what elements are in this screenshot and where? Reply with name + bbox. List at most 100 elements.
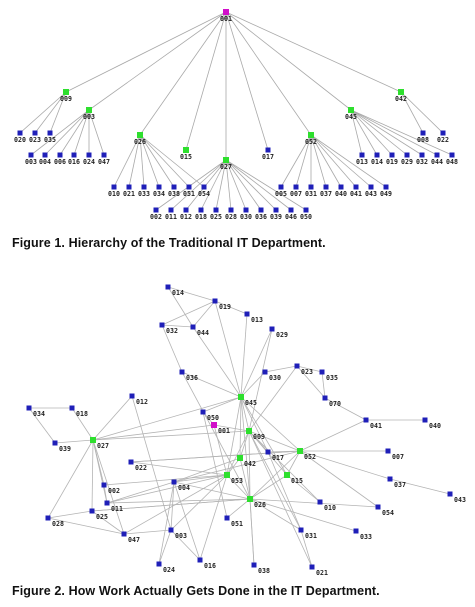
node-029 — [404, 152, 410, 158]
edge-003-047 — [88, 109, 105, 156]
node-013 — [359, 152, 365, 158]
node-014 — [165, 284, 171, 290]
node-026 — [137, 132, 143, 138]
edge-003-003b — [30, 109, 90, 156]
edge-027-050 — [225, 159, 307, 211]
node-010 — [317, 499, 323, 505]
edge-023-009 — [248, 365, 298, 432]
edge-053-011 — [106, 474, 228, 504]
node-026 — [247, 496, 253, 502]
node-021 — [309, 564, 315, 570]
edge-025-028 — [47, 510, 93, 519]
edge-042-026 — [239, 457, 251, 500]
node-label-043: 043 — [454, 496, 466, 504]
node-label-036: 036 — [255, 213, 267, 221]
edge-001-026 — [139, 11, 227, 136]
node-022 — [128, 459, 134, 465]
node-025 — [89, 508, 95, 514]
node-033 — [353, 528, 359, 534]
edge-027-025 — [91, 439, 94, 512]
node-018 — [69, 405, 75, 411]
node-005 — [278, 184, 284, 190]
node-label-019: 019 — [219, 303, 231, 311]
edge-026-010 — [113, 134, 141, 188]
edge-036-045 — [181, 371, 242, 398]
node-044 — [434, 152, 440, 158]
edge-027-011 — [92, 439, 108, 504]
edge-042-004 — [173, 457, 241, 483]
node-label-033: 033 — [360, 533, 372, 541]
node-label-006: 006 — [54, 158, 66, 166]
edge-045-050 — [202, 396, 242, 413]
edge-026-054 — [139, 134, 205, 188]
node-label-047: 047 — [128, 536, 140, 544]
node-016 — [197, 557, 203, 563]
edge-003-006 — [59, 109, 90, 156]
node-label-052: 052 — [304, 453, 316, 461]
node-label-035: 035 — [44, 136, 56, 144]
node-027 — [223, 157, 229, 163]
node-label-005: 005 — [275, 190, 287, 198]
edge-009-026 — [248, 430, 251, 500]
node-042 — [398, 89, 404, 95]
edge-050-051 — [202, 411, 228, 519]
node-label-017: 017 — [272, 454, 284, 462]
edge-001-017 — [225, 11, 269, 151]
node-054 — [201, 184, 207, 190]
fig1-edges — [19, 11, 453, 211]
node-label-024: 024 — [163, 566, 175, 574]
edge-004-003 — [170, 481, 175, 531]
edge-023-070 — [296, 365, 326, 399]
edge-013-045 — [240, 313, 248, 398]
edge-032-044 — [161, 324, 194, 328]
edge-052-037 — [310, 134, 327, 188]
node-042 — [237, 455, 243, 461]
node-023 — [294, 363, 300, 369]
node-015 — [284, 472, 290, 478]
edge-001-003 — [88, 11, 227, 111]
figure1-caption: Figure 1. Hierarchy of the Traditional I… — [12, 236, 326, 250]
edge-045-048 — [350, 109, 453, 156]
node-label-042: 042 — [244, 460, 256, 468]
edge-052-007 — [295, 134, 312, 188]
edge-045-029 — [350, 109, 408, 156]
edge-001-045 — [225, 11, 352, 111]
node-label-028: 028 — [52, 520, 64, 528]
edge-052-037 — [299, 450, 391, 480]
edge-036-026 — [181, 371, 251, 500]
edge-052-004 — [173, 450, 301, 483]
edge-018-027 — [71, 407, 94, 441]
node-label-003: 003 — [175, 532, 187, 540]
node-label-011: 011 — [111, 505, 123, 513]
node-004 — [171, 479, 177, 485]
edge-027-046 — [225, 159, 292, 211]
node-043 — [368, 184, 374, 190]
node-label-001: 001 — [218, 427, 230, 435]
node-label-004: 004 — [39, 158, 51, 166]
edge-001-042 — [225, 11, 402, 93]
node-label-023: 023 — [301, 368, 313, 376]
node-048 — [449, 152, 455, 158]
edge-027-036 — [225, 159, 262, 211]
edge-031-021 — [300, 529, 313, 568]
node-036 — [258, 207, 264, 213]
node-label-034: 034 — [33, 410, 45, 418]
node-047 — [121, 531, 127, 537]
node-label-039: 039 — [270, 213, 282, 221]
edge-015-010 — [286, 474, 321, 503]
edge-052-043 — [310, 134, 372, 188]
edge-027-028 — [47, 439, 94, 519]
edge-014-044 — [167, 286, 194, 328]
node-label-008: 008 — [417, 136, 429, 144]
node-label-044: 044 — [431, 158, 443, 166]
edge-027-045 — [92, 396, 242, 441]
node-001 — [223, 9, 229, 15]
node-007 — [385, 448, 391, 454]
edge-027-025 — [215, 159, 227, 211]
node-label-022: 022 — [437, 136, 449, 144]
edge-011-002 — [103, 484, 108, 504]
edge-001-009 — [213, 424, 250, 432]
node-label-054: 054 — [382, 509, 394, 517]
node-028 — [45, 515, 51, 521]
node-040 — [422, 417, 428, 423]
